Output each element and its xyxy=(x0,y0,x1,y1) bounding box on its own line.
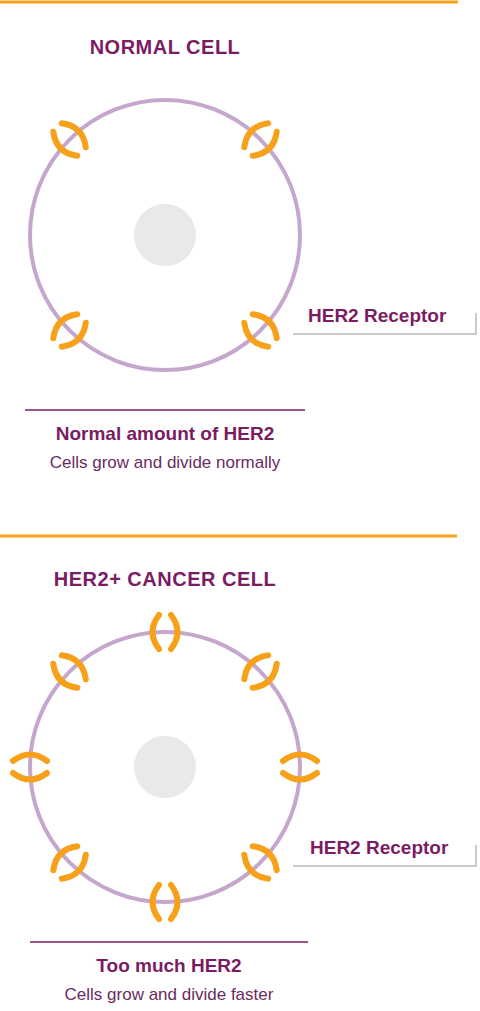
her2-receptor xyxy=(240,842,282,884)
her2-receptor xyxy=(13,755,47,780)
her2-receptor xyxy=(240,651,282,693)
part-label: HER2 Receptor xyxy=(308,305,446,327)
caption-text: Cells grow and divide faster xyxy=(9,985,329,1005)
her2-receptor xyxy=(49,119,91,161)
her2-receptor xyxy=(283,755,317,780)
cell-panel: NORMAL CELL xyxy=(10,30,320,380)
cell-membrane xyxy=(30,632,300,902)
caption-heading: Normal amount of HER2 xyxy=(5,423,325,445)
nucleus xyxy=(134,736,196,798)
her2-receptor xyxy=(240,310,282,352)
cell-membrane xyxy=(30,100,300,370)
caption-text: Cells grow and divide normally xyxy=(5,453,325,473)
her2-receptor xyxy=(240,119,282,161)
her2-receptor xyxy=(49,842,91,884)
her2-receptor xyxy=(49,651,91,693)
nucleus xyxy=(134,204,196,266)
her2-receptor xyxy=(153,885,178,919)
caption-rule xyxy=(30,941,308,943)
her2-receptor xyxy=(153,615,178,649)
cell-illustration xyxy=(15,562,315,912)
divider-line xyxy=(0,535,457,538)
her2-receptor xyxy=(49,310,91,352)
caption-rule xyxy=(25,409,305,411)
cell-illustration xyxy=(15,30,315,380)
cell-panel: HER2+ CANCER CELL xyxy=(10,562,320,912)
cell-title: HER2+ CANCER CELL xyxy=(10,562,320,591)
caption-heading: Too much HER2 xyxy=(9,955,329,977)
divider-line xyxy=(0,1,458,4)
cell-title: NORMAL CELL xyxy=(10,30,320,59)
part-label: HER2 Receptor xyxy=(310,837,448,859)
